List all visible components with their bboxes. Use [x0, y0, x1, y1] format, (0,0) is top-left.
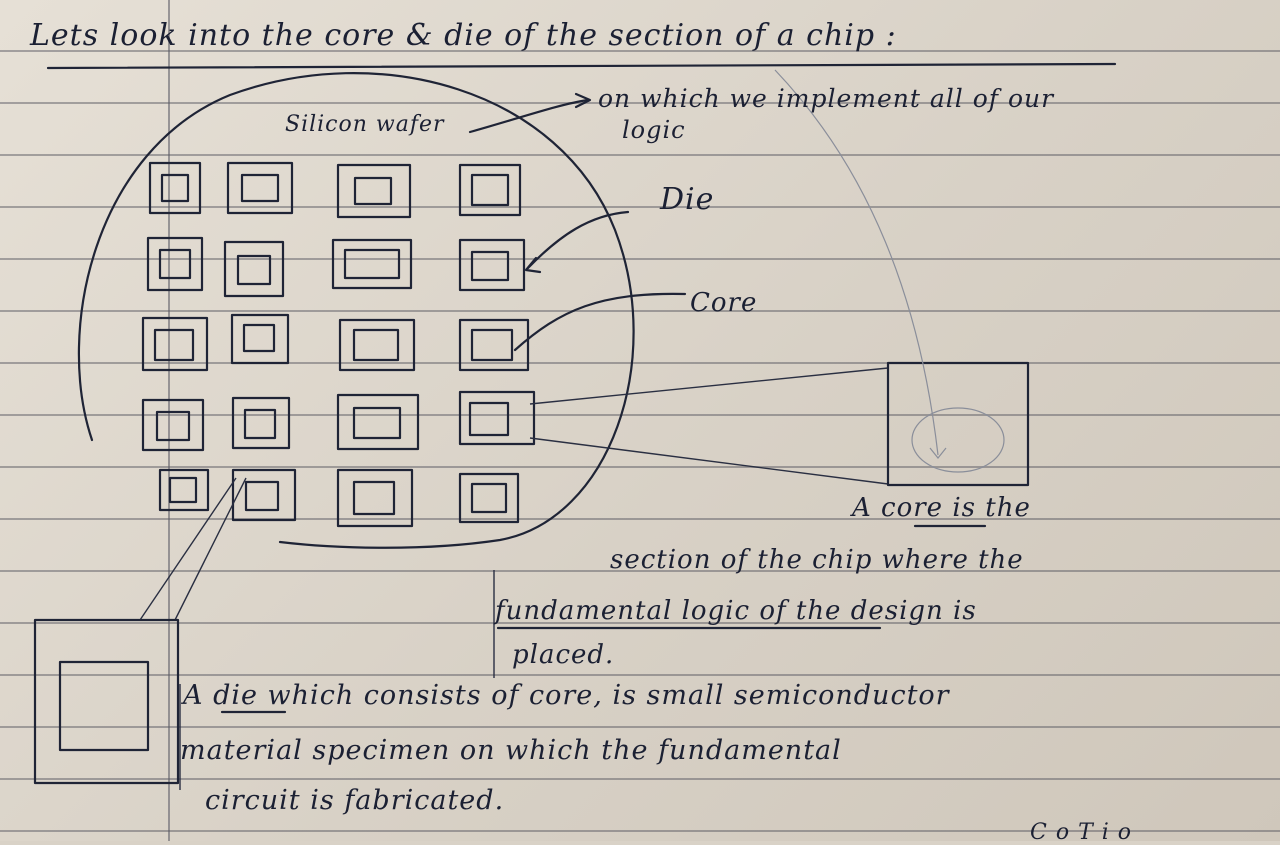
die-pointer-head — [524, 256, 542, 274]
core-zoom-square — [886, 361, 1030, 487]
zoom-line-bottom — [529, 437, 889, 485]
margin-line — [168, 0, 170, 841]
die-zoom-line-2 — [174, 477, 247, 621]
note-title: Lets look into the core & die of the sec… — [30, 18, 897, 53]
wafer-circle — [77, 72, 635, 549]
core-label: Core — [690, 288, 758, 318]
die-pointer — [526, 210, 630, 270]
core-definition-line4: placed. — [512, 640, 615, 670]
wafer-note-line2: logic — [622, 116, 686, 144]
core-zoom-arrowhead — [929, 447, 947, 459]
die-definition-line3: circuit is fabricated. — [205, 785, 505, 816]
core-definition-line2: section of the chip where the — [610, 545, 1024, 575]
wafer-label: Silicon wafer — [285, 112, 445, 137]
die-definition-line1: A die which consists of core, is small s… — [183, 680, 950, 711]
title-underline — [46, 62, 1117, 70]
wafer-arrowhead — [574, 92, 592, 109]
core-zoom-circle — [911, 407, 1005, 473]
core-definition-line1: A core is the — [852, 493, 1031, 523]
die-grid — [141, 161, 536, 528]
wafer-note-line1: on which we implement all of our — [598, 84, 1055, 113]
core-zoom-arrow — [774, 69, 939, 456]
die-label: Die — [660, 182, 715, 217]
zoom-line-top — [529, 367, 889, 405]
corner-text: C o T i o — [1030, 820, 1133, 845]
die-zoom-inner — [58, 660, 150, 752]
core-pointer — [513, 292, 687, 352]
wafer-arrow — [468, 98, 590, 134]
die-zoom-square — [33, 618, 180, 785]
core-definition-line3: fundamental logic of the design is — [495, 596, 977, 626]
die-definition-line2: material specimen on which the fundament… — [180, 735, 842, 766]
die-zoom-line-1 — [139, 477, 237, 621]
